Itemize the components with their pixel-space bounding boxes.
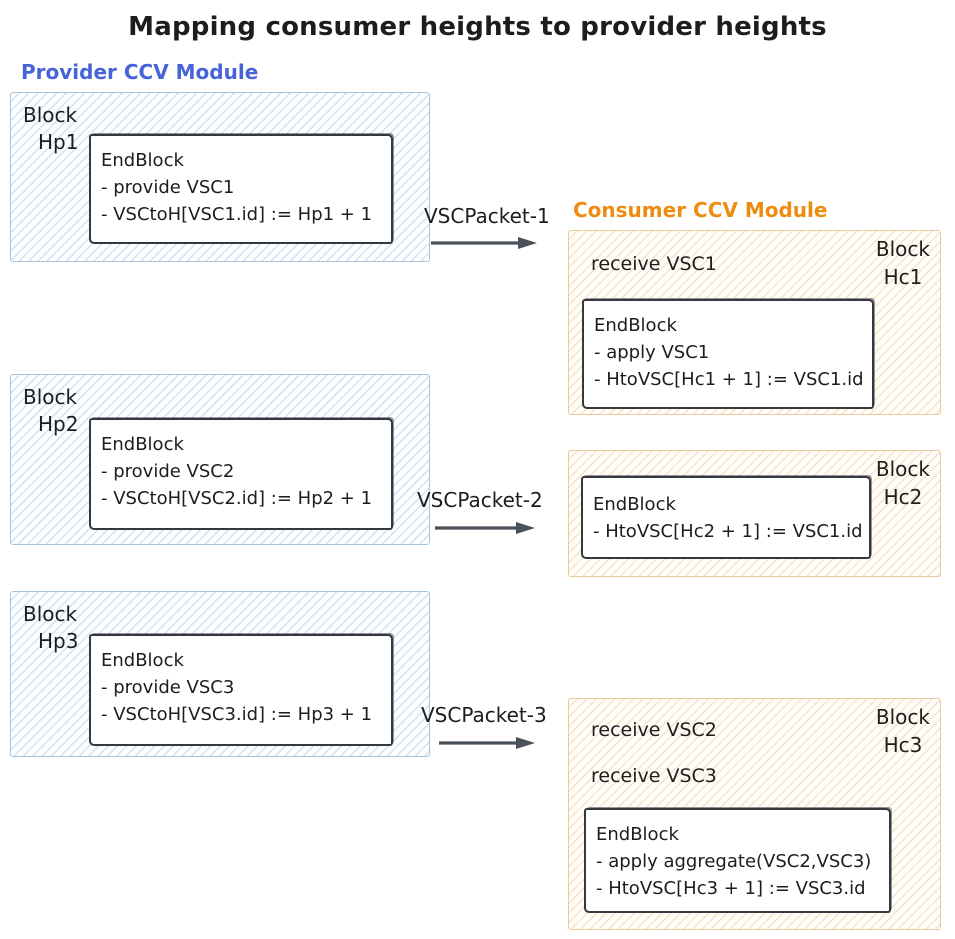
endblock-line: - HtoVSC[Hc1 + 1] := VSC1.id <box>594 369 864 390</box>
block-height-label: Hp3 <box>38 629 79 653</box>
block-height-label: Hc1 <box>883 265 923 289</box>
block-height-label: Hp2 <box>38 412 79 436</box>
endblock-line: - provide VSC1 <box>101 177 235 198</box>
endblock-line: - apply aggregate(VSC2,VSC3) <box>596 851 872 872</box>
block-name-label: Block Hp1 <box>23 102 78 156</box>
block-height-label: Hp1 <box>38 130 79 154</box>
block-word: Block <box>23 103 78 127</box>
endblock-line: - apply VSC1 <box>594 342 710 363</box>
block-word: Block <box>23 602 78 626</box>
block-name-label: Block Hc3 <box>876 703 930 759</box>
vscpacket-3-arrow-icon <box>439 737 535 749</box>
endblock-line: - VSCtoH[VSC2.id] := Hp2 + 1 <box>101 488 373 509</box>
endblock-box: EndBlock - provide VSC3 - VSCtoH[VSC3.id… <box>89 634 393 746</box>
vscpacket-2-arrow-icon <box>435 522 535 534</box>
endblock-title: EndBlock <box>593 494 676 515</box>
consumer-block-hc1: Block Hc1 receive VSC1 EndBlock - apply … <box>568 230 941 415</box>
block-word: Block <box>875 237 930 261</box>
endblock-title: EndBlock <box>596 824 679 845</box>
receive-line: receive VSC3 <box>591 765 717 787</box>
endblock-line: - HtoVSC[Hc2 + 1] := VSC1.id <box>593 521 863 542</box>
provider-block-hp2: Block Hp2 EndBlock - provide VSC2 - VSCt… <box>10 374 430 545</box>
vscpacket-1-label: VSCPacket-1 <box>424 204 550 228</box>
receive-line: receive VSC1 <box>591 253 717 275</box>
endblock-box: EndBlock - apply aggregate(VSC2,VSC3) - … <box>584 808 891 913</box>
endblock-line: - VSCtoH[VSC3.id] := Hp3 + 1 <box>101 704 373 725</box>
vscpacket-1-arrow-icon <box>431 237 537 249</box>
diagram-title: Mapping consumer heights to provider hei… <box>128 12 827 42</box>
block-height-label: Hc3 <box>883 733 923 757</box>
endblock-title: EndBlock <box>101 434 184 455</box>
vscpacket-2-label: VSCPacket-2 <box>417 488 543 512</box>
consumer-block-hc2: Block Hc2 EndBlock - HtoVSC[Hc2 + 1] := … <box>568 450 941 577</box>
endblock-line: - provide VSC3 <box>101 677 235 698</box>
endblock-title: EndBlock <box>101 650 184 671</box>
endblock-title: EndBlock <box>101 150 184 171</box>
block-word: Block <box>875 457 930 481</box>
receive-line: receive VSC2 <box>591 719 717 741</box>
provider-block-hp3: Block Hp3 EndBlock - provide VSC3 - VSCt… <box>10 591 430 757</box>
provider-module-label: Provider CCV Module <box>21 60 259 84</box>
consumer-module-label: Consumer CCV Module <box>573 198 828 222</box>
block-word: Block <box>23 385 78 409</box>
block-name-label: Block Hc2 <box>876 455 930 511</box>
endblock-box: EndBlock - HtoVSC[Hc2 + 1] := VSC1.id <box>581 476 871 559</box>
block-word: Block <box>875 705 930 729</box>
endblock-box: EndBlock - apply VSC1 - HtoVSC[Hc1 + 1] … <box>582 299 874 409</box>
endblock-line: - provide VSC2 <box>101 461 235 482</box>
vscpacket-3-label: VSCPacket-3 <box>421 703 547 727</box>
endblock-line: - HtoVSC[Hc3 + 1] := VSC3.id <box>596 878 866 899</box>
block-name-label: Block Hp2 <box>23 384 78 438</box>
block-height-label: Hc2 <box>883 485 923 509</box>
provider-block-hp1: Block Hp1 EndBlock - provide VSC1 - VSCt… <box>10 92 430 262</box>
endblock-line: - VSCtoH[VSC1.id] := Hp1 + 1 <box>101 204 373 225</box>
endblock-box: EndBlock - provide VSC2 - VSCtoH[VSC2.id… <box>89 418 393 530</box>
endblock-title: EndBlock <box>594 315 677 336</box>
block-name-label: Block Hp3 <box>23 601 78 655</box>
consumer-block-hc3: Block Hc3 receive VSC2 receive VSC3 EndB… <box>568 698 941 930</box>
block-name-label: Block Hc1 <box>876 235 930 291</box>
endblock-box: EndBlock - provide VSC1 - VSCtoH[VSC1.id… <box>89 134 393 244</box>
